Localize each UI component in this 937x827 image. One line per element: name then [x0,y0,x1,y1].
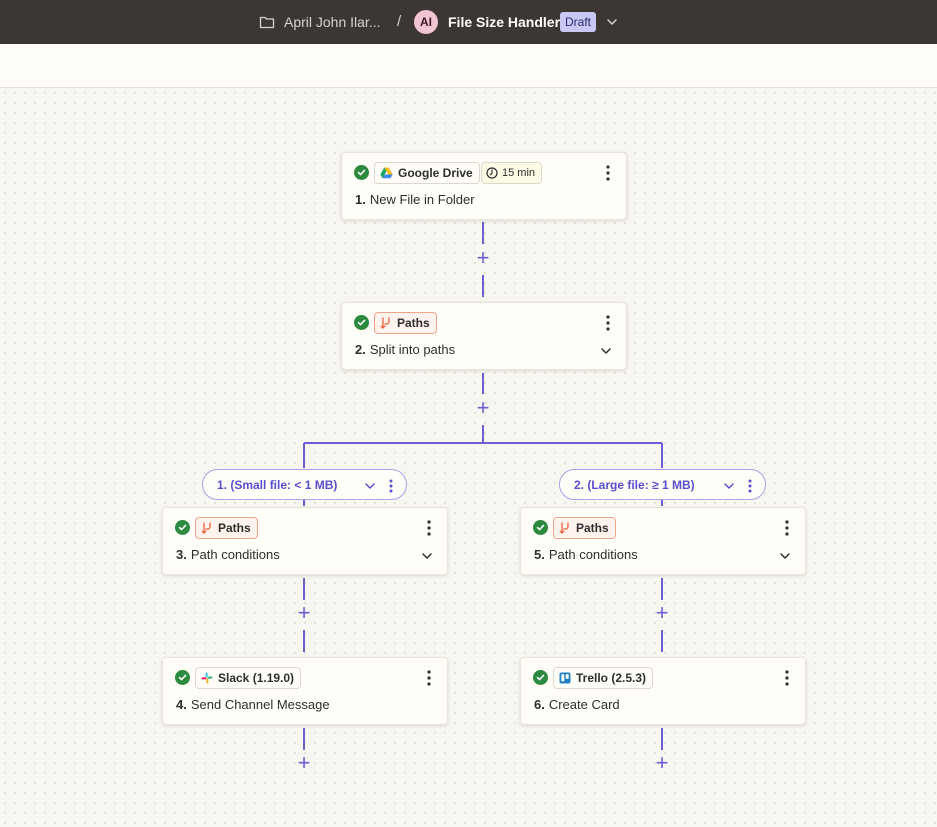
app-chip: Google Drive [374,162,480,184]
add-step-button[interactable]: + [655,600,669,625]
step-card[interactable]: Trello (2.5.3) 6.Create Card [520,657,806,725]
app-chip: Slack (1.19.0) [195,667,302,689]
app-name: Google Drive [398,166,473,180]
app-chip: Paths [374,312,437,334]
chevron-down-icon[interactable] [606,16,618,28]
paths-icon [201,522,211,534]
add-step-button[interactable]: + [297,600,311,625]
app-name: Paths [397,316,430,330]
add-step-button[interactable]: + [476,395,490,420]
add-step-button[interactable]: + [476,245,490,270]
add-step-button[interactable]: + [297,750,311,775]
step-card[interactable]: Paths 5.Path conditions [520,507,806,575]
more-options-icon[interactable] [748,479,752,493]
step-title: 6.Create Card [534,697,620,712]
chevron-down-icon[interactable] [779,551,791,561]
breadcrumb-separator: / [397,13,402,30]
add-step-button[interactable]: + [655,750,669,775]
trello-icon [559,672,571,684]
more-options-icon[interactable] [785,670,789,686]
google-drive-icon [380,167,393,179]
chevron-down-icon[interactable] [421,551,433,561]
path-label: 1. (Small file: < 1 MB) [217,478,338,492]
check-circle-icon [175,520,190,535]
clock-icon [486,167,498,179]
step-title: 1.New File in Folder [355,192,475,207]
app-chip: Paths [195,517,258,539]
check-circle-icon [533,520,548,535]
paths-icon [559,522,569,534]
app-name: Paths [576,521,609,535]
step-card[interactable]: Paths 3.Path conditions [162,507,448,575]
step-title: 5.Path conditions [534,547,638,562]
breadcrumb-folder-link[interactable]: April John Ilar... [284,14,381,30]
app-chip: Trello (2.5.3) [553,667,654,689]
step-name: Send Channel Message [190,697,330,712]
chevron-down-icon[interactable] [723,481,735,491]
paths-icon [380,317,390,329]
more-options-icon[interactable] [785,520,789,536]
polling-time: 15 min [502,167,536,179]
step-number: 5. [534,547,545,562]
app-name: Slack (1.19.0) [218,671,295,685]
app-chip: Paths [553,517,616,539]
top-bar: April John Ilar... / AI File Size Handle… [0,0,937,44]
more-options-icon[interactable] [606,315,610,331]
zap-title[interactable]: File Size Handler [448,14,561,30]
step-name: New File in Folder [369,192,475,207]
step-title: 3.Path conditions [176,547,280,562]
step-number: 6. [534,697,545,712]
step-name: Split into paths [369,342,456,357]
step-number: 4. [176,697,187,712]
step-card[interactable]: Google Drive 15 min 1.New File in Folder [341,152,627,220]
step-card[interactable]: Paths 2.Split into paths [341,302,627,370]
step-title: 2.Split into paths [355,342,455,357]
app-name: Paths [218,521,251,535]
status-badge: Draft [560,12,597,32]
avatar[interactable]: AI [414,10,438,34]
more-options-icon[interactable] [427,520,431,536]
step-name: Path conditions [190,547,280,562]
more-options-icon[interactable] [606,165,610,181]
step-number: 2. [355,342,366,357]
chevron-down-icon[interactable] [364,481,376,491]
editor-toolbar [0,44,937,88]
check-circle-icon [354,165,369,180]
step-number: 3. [176,547,187,562]
step-card[interactable]: Slack (1.19.0) 4.Send Channel Message [162,657,448,725]
path-branch-pill[interactable]: 2. (Large file: ≥ 1 MB) [559,469,766,500]
app-name: Trello (2.5.3) [576,671,647,685]
slack-icon [201,672,213,684]
step-number: 1. [355,192,366,207]
step-name: Create Card [548,697,620,712]
path-branch-pill[interactable]: 1. (Small file: < 1 MB) [202,469,407,500]
folder-icon[interactable] [259,14,275,30]
chevron-down-icon[interactable] [600,346,612,356]
check-circle-icon [533,670,548,685]
step-title: 4.Send Channel Message [176,697,330,712]
more-options-icon[interactable] [389,479,393,493]
polling-time-badge: 15 min [481,162,543,184]
check-circle-icon [354,315,369,330]
check-circle-icon [175,670,190,685]
step-name: Path conditions [548,547,638,562]
path-label: 2. (Large file: ≥ 1 MB) [574,478,695,492]
more-options-icon[interactable] [427,670,431,686]
